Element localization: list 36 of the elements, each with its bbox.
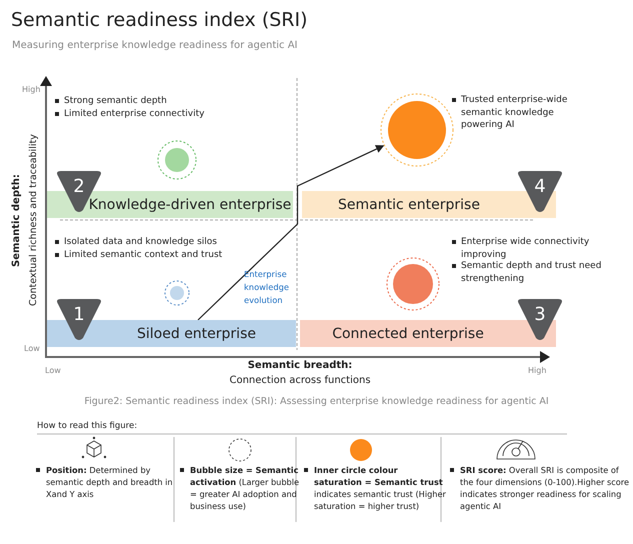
level-marker: 1 — [55, 298, 103, 342]
bullet-note: Limited semantic context and trust — [55, 249, 284, 262]
level-marker: 3 — [516, 298, 564, 342]
quadrant-band: Knowledge-driven enterprise — [47, 191, 293, 218]
arrow — [198, 145, 384, 320]
legend-text: Position: Determined by semantic depth and breadth in Xand Y axis — [36, 464, 174, 500]
legend-text: SRI score: Overall SRI is composite of the four dimensions (0-100).Higher score indicates stronger readiness for scaling agentic AI — [450, 464, 630, 512]
legend-heading: How to read this figure: — [37, 421, 138, 431]
level-marker: 4 — [516, 170, 564, 214]
axis-tick-label: High — [528, 366, 546, 375]
legend-text: Inner circle colour saturation = Semantic trust indicates semantic trust (Higher saturation = higher trust) — [304, 464, 446, 512]
bullet-note: Strong semantic depth — [55, 95, 284, 108]
legend-text: Bubble size = Semantic activation (Larger bubble = greater AI adoption and business use) — [180, 464, 302, 512]
axis-tick-label: Low — [45, 366, 61, 375]
bullet-note: Semantic depth and trust need strengthening — [452, 260, 611, 285]
bubble — [157, 140, 197, 180]
quadrant-band: Connected enterprise — [300, 320, 556, 347]
axis-subtitle: Connection across functions — [228, 375, 372, 386]
quadrant-band: Semantic enterprise — [302, 191, 556, 218]
bubble — [386, 257, 440, 311]
axis-title: Semantic breadth: — [246, 360, 354, 371]
bubble — [164, 280, 190, 306]
axis-subtitle: Contextual richness and traceability — [28, 134, 39, 306]
caption: Figure2: Semantic readiness index (SRI): Assessing enterprise knowledge readiness for agentic AI — [83, 396, 550, 407]
edge-label: Enterprise knowledge evolution — [244, 268, 290, 307]
axis-tick-label: High — [22, 85, 40, 94]
quadrant-band: Siloed enterprise — [47, 320, 296, 347]
bullet-note: Isolated data and knowledge silos — [55, 236, 284, 248]
axis-tick-label: Low — [24, 344, 40, 353]
title: Semantic readiness index (SRI) — [11, 9, 308, 31]
subtitle: Measuring enterprise knowledge readiness for agentic AI — [12, 40, 298, 51]
bullet-note: Enterprise wide connectivity improving — [452, 236, 611, 261]
bubble — [380, 93, 454, 167]
axis-title: Semantic depth: — [11, 174, 22, 266]
bullet-note: Trusted enterprise-wide semantic knowledge powering AI — [452, 94, 586, 132]
bullet-note: Limited enterprise connectivity — [55, 108, 284, 120]
